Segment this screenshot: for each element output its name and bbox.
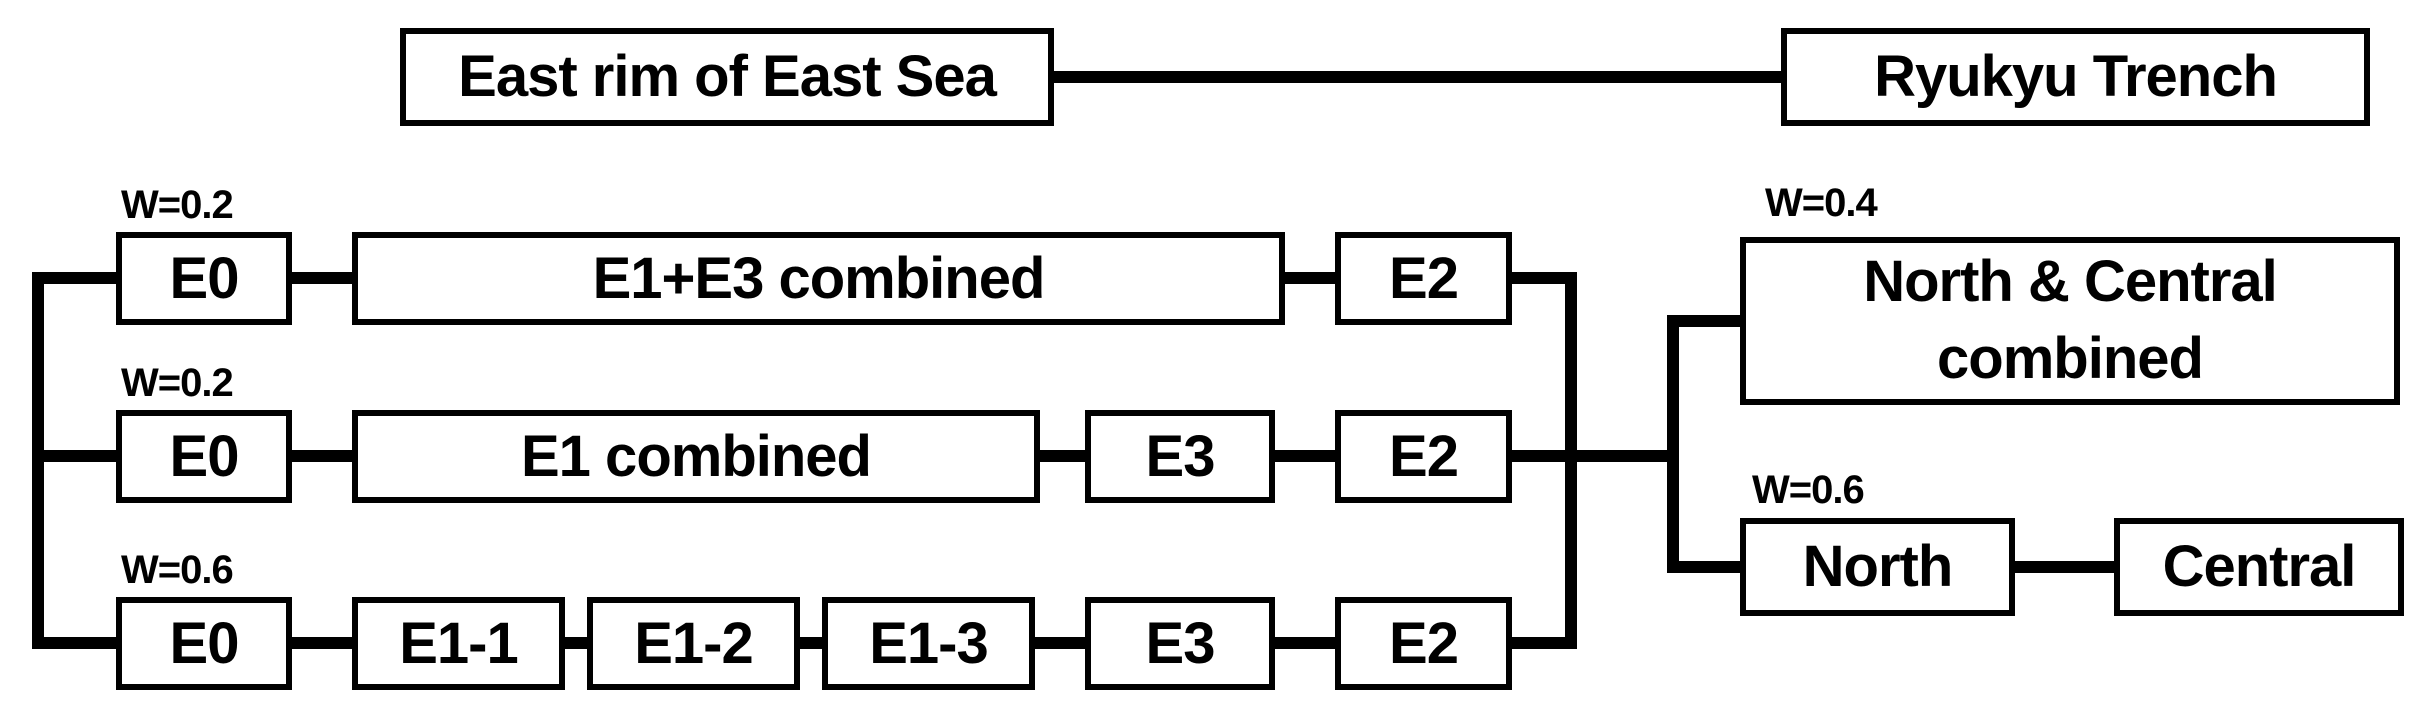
branch-north-central-stub xyxy=(1679,315,1740,327)
node-e2-branch1: E2 xyxy=(1335,232,1512,325)
trunk-right xyxy=(1667,315,1679,573)
branch3-connector-4 xyxy=(1035,637,1085,649)
branch-north-stub xyxy=(1679,561,1740,573)
weight-label-north-central: W=0.4 xyxy=(1765,181,1878,225)
branch1-stub xyxy=(32,272,116,284)
node-e1-1: E1-1 xyxy=(352,597,565,690)
node-ryukyu-trench: Ryukyu Trench xyxy=(1781,28,2370,126)
branch3-connector-3 xyxy=(800,637,822,649)
branch3-connector-1 xyxy=(292,637,352,649)
collector-left-tree xyxy=(1565,272,1577,649)
branch1-connector-2 xyxy=(1285,272,1335,284)
branch3-connector-5 xyxy=(1275,637,1335,649)
node-e0-branch1: E0 xyxy=(116,232,292,325)
node-e3-branch3: E3 xyxy=(1085,597,1275,690)
node-e1e3-combined: E1+E3 combined xyxy=(352,232,1285,325)
node-e2-branch3: E2 xyxy=(1335,597,1512,690)
branch3-connector-2 xyxy=(565,637,587,649)
branch2-stub xyxy=(32,450,116,462)
weight-label-north: W=0.6 xyxy=(1752,468,1865,512)
branch2-connector-2 xyxy=(1040,450,1085,462)
node-e1-2: E1-2 xyxy=(587,597,800,690)
node-central: Central xyxy=(2114,518,2404,616)
node-e0-branch3: E0 xyxy=(116,597,292,690)
node-e3-branch2: E3 xyxy=(1085,410,1275,503)
node-north-central-combined: North & Central combined xyxy=(1740,237,2400,405)
branch2-connector-3 xyxy=(1275,450,1335,462)
weight-label-branch1: W=0.2 xyxy=(121,183,234,227)
cross-connector-left-to-right-tree xyxy=(1512,450,1679,462)
node-east-rim-of-east-sea: East rim of East Sea xyxy=(400,28,1054,126)
branch3-stub xyxy=(32,637,116,649)
node-e0-branch2: E0 xyxy=(116,410,292,503)
node-e1-3: E1-3 xyxy=(822,597,1035,690)
node-e2-branch2: E2 xyxy=(1335,410,1512,503)
weight-label-branch3: W=0.6 xyxy=(121,548,234,592)
branch1-connector-1 xyxy=(292,272,352,284)
connector-north-central xyxy=(2015,561,2114,573)
weight-label-branch2: W=0.2 xyxy=(121,361,234,405)
branch1-connector-3 xyxy=(1512,272,1577,284)
connector-top-link xyxy=(1054,71,1781,83)
node-e1-combined: E1 combined xyxy=(352,410,1040,503)
branch3-connector-6 xyxy=(1512,637,1577,649)
branch2-connector-1 xyxy=(292,450,352,462)
node-north: North xyxy=(1740,518,2015,616)
